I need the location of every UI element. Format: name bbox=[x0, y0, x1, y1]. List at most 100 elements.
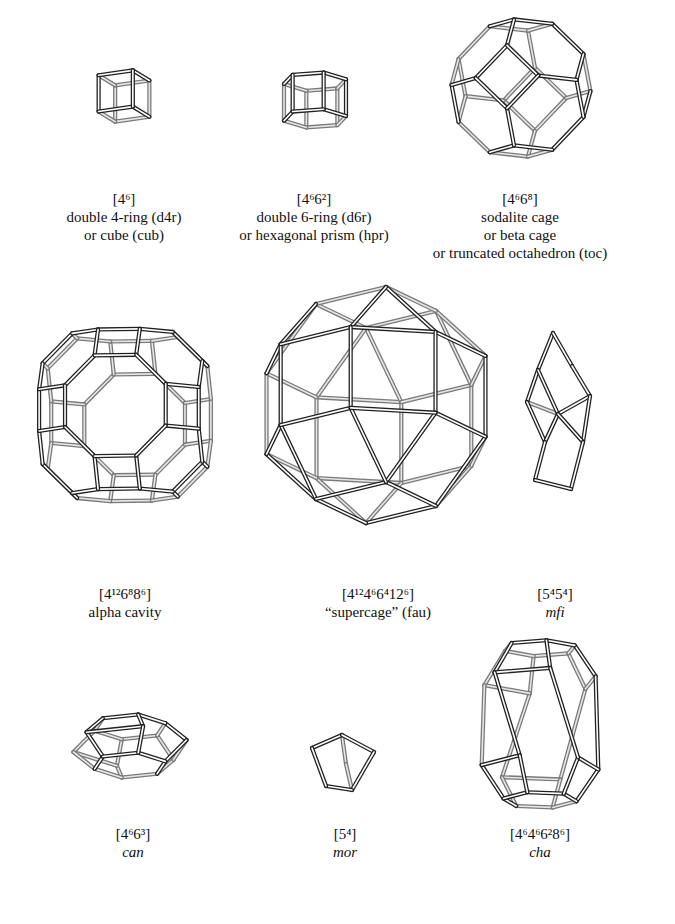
cage-edge bbox=[210, 399, 211, 441]
tube-core bbox=[507, 45, 538, 75]
tube-outline bbox=[459, 122, 490, 152]
tube-core bbox=[73, 752, 94, 769]
tube-outline bbox=[103, 715, 138, 719]
cage-edge bbox=[136, 329, 140, 355]
tube-outline bbox=[185, 441, 211, 445]
tube-core bbox=[495, 668, 551, 672]
tube-core bbox=[326, 786, 352, 790]
tube-outline bbox=[98, 327, 140, 332]
tube-outline bbox=[95, 353, 137, 358]
tube-core bbox=[312, 735, 342, 748]
cage-edge bbox=[490, 26, 528, 30]
tube-core bbox=[267, 454, 316, 499]
tube-outline bbox=[495, 672, 520, 755]
tube-outline bbox=[312, 735, 342, 748]
tube-core bbox=[459, 122, 490, 152]
cage-edge bbox=[530, 656, 534, 693]
tube-outline bbox=[316, 397, 401, 402]
cage-edge bbox=[267, 344, 281, 373]
cage-edge bbox=[516, 806, 552, 807]
ring-notation: [4¹²6⁸8⁶] bbox=[99, 585, 151, 603]
tube-core bbox=[482, 755, 520, 765]
tube-core bbox=[366, 506, 436, 523]
cage-edge bbox=[386, 413, 435, 482]
tube-outline bbox=[504, 792, 528, 798]
tube-outline bbox=[147, 80, 151, 116]
tube-outline bbox=[87, 726, 144, 732]
tube-core bbox=[198, 387, 200, 429]
tube-core bbox=[538, 370, 558, 414]
tube-core bbox=[596, 676, 599, 769]
tube-core bbox=[39, 427, 65, 431]
cage-edge bbox=[87, 726, 144, 732]
tube-outline bbox=[39, 427, 65, 431]
tube-outline bbox=[512, 640, 547, 643]
cage-edge bbox=[48, 443, 52, 469]
tube-core bbox=[157, 761, 165, 773]
cage-edge bbox=[39, 427, 65, 431]
cage-edge bbox=[552, 117, 583, 150]
tube-outline bbox=[564, 757, 578, 793]
tube-core bbox=[386, 482, 436, 506]
tube-outline bbox=[115, 117, 149, 122]
tube-core bbox=[350, 327, 352, 408]
tube-core bbox=[114, 474, 156, 476]
cage-edge bbox=[436, 413, 486, 437]
alpha-cavity-cage bbox=[39, 329, 211, 501]
cage-edge bbox=[133, 70, 150, 80]
cage-edge bbox=[165, 740, 186, 761]
cage-edge bbox=[558, 414, 583, 442]
cage-edge bbox=[48, 368, 52, 401]
tube-core bbox=[267, 425, 281, 454]
cage-edge bbox=[553, 333, 572, 366]
cage-edge bbox=[173, 332, 202, 361]
tube-outline bbox=[39, 385, 65, 389]
cage-edge bbox=[87, 732, 103, 756]
tube-outline bbox=[436, 332, 486, 356]
cage-edge bbox=[366, 328, 401, 402]
cage-edge bbox=[337, 88, 338, 125]
tube-outline bbox=[545, 414, 558, 442]
cage-edge bbox=[65, 385, 66, 427]
tube-core bbox=[504, 792, 528, 798]
tube-outline bbox=[173, 332, 202, 361]
tube-outline bbox=[267, 425, 281, 454]
tube-outline bbox=[114, 372, 156, 377]
tube-outline bbox=[576, 54, 583, 80]
cage-edge bbox=[95, 456, 99, 489]
tube-core bbox=[558, 414, 583, 442]
tube-outline bbox=[550, 668, 578, 757]
tube-core bbox=[436, 413, 486, 437]
cage-edge bbox=[138, 753, 165, 762]
tube-outline bbox=[166, 426, 199, 429]
cage-edge bbox=[51, 401, 84, 404]
tube-core bbox=[284, 84, 306, 91]
tube-core bbox=[578, 757, 598, 769]
tube-core bbox=[293, 109, 324, 111]
tube-outline bbox=[490, 26, 528, 30]
tube-core bbox=[72, 489, 98, 493]
tube-core bbox=[114, 85, 116, 121]
cage-edge bbox=[401, 402, 402, 483]
tube-core bbox=[185, 441, 211, 445]
tube-core bbox=[530, 656, 534, 693]
tube-outline bbox=[267, 454, 316, 499]
tube-core bbox=[95, 455, 137, 457]
tube-core bbox=[535, 442, 545, 480]
cage-edge bbox=[136, 355, 165, 384]
cage-edge bbox=[152, 337, 178, 341]
tube-core bbox=[77, 338, 110, 341]
tube-core bbox=[512, 640, 547, 643]
tube-outline bbox=[520, 755, 528, 792]
cage-edge bbox=[72, 329, 98, 333]
tube-outline bbox=[65, 355, 94, 385]
tube-outline bbox=[264, 373, 268, 454]
tube-outline bbox=[535, 68, 566, 98]
tube-core bbox=[39, 385, 65, 389]
cage-edge bbox=[103, 715, 138, 719]
tube-core bbox=[316, 397, 401, 402]
tube-core bbox=[351, 408, 436, 413]
tube-core bbox=[452, 78, 476, 85]
tube-core bbox=[281, 327, 351, 344]
cage-edge bbox=[583, 396, 590, 442]
